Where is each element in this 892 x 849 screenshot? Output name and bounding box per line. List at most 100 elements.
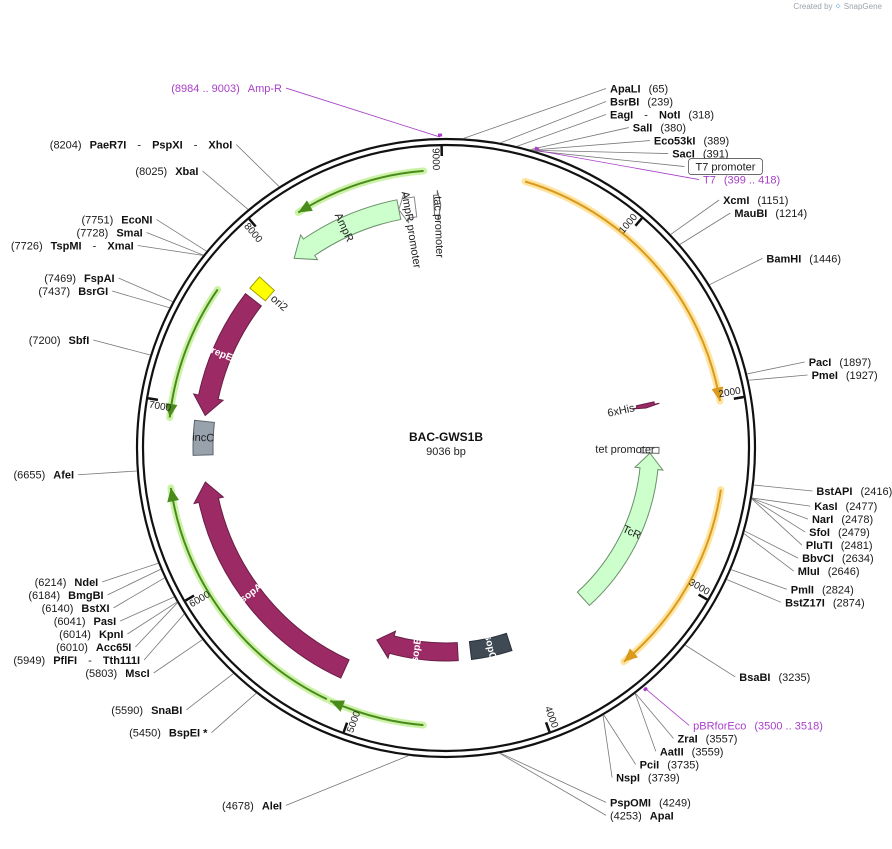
site-label-16[interactable]: BbvCI(2634) [802,553,874,565]
primer-label-2[interactable]: pBRforEco(3500 .. 3518) [693,720,823,732]
label-part: T7 [703,175,716,187]
feature-sopb[interactable] [376,630,459,662]
site-label-28[interactable]: (5450)BspEI * [129,728,208,740]
label-part: PasI [94,616,117,628]
label-part: PmeI [812,370,838,382]
feature-ampr-promoter[interactable] [398,193,418,224]
site-label-46[interactable]: (8204)PaeR7I - PspXI - XhoI [50,140,232,152]
site-label-25[interactable]: PspOMI(4249) [610,797,691,809]
primer-mark-t7 [534,146,540,151]
site-label-42[interactable]: (7726)TspMI - XmaI [11,240,134,252]
site-label-31[interactable]: (5949)PflFI - Tth111I [13,655,140,667]
site-label-30[interactable]: (5803)MscI [85,668,149,680]
feature-sopc[interactable] [468,632,513,661]
leader-line [530,127,629,151]
leader-line [135,602,178,648]
label-part: NspI [616,772,640,784]
site-label-9[interactable]: PacI(1897) [809,357,871,369]
tick-label-2000: 2000 [718,386,742,401]
highlight-arc-1 [623,489,722,663]
site-label-37[interactable]: (6214)NdeI [35,577,99,589]
label-part: AleI [262,800,282,812]
primer-label-0[interactable]: (8984 .. 9003)Amp-R [171,83,282,95]
site-label-17[interactable]: MluI(2646) [798,566,860,578]
leader-line [211,692,257,734]
tick-label-7000: 7000 [148,400,172,415]
site-label-23[interactable]: PciI(3735) [640,759,699,771]
site-label-43[interactable]: (7728)SmaI [77,227,143,239]
site-label-15[interactable]: PluTI(2481) [806,540,873,552]
feature-6xhis[interactable] [631,401,660,410]
site-label-41[interactable]: (7469)FspAI [44,273,114,285]
site-label-12[interactable]: KasI(2477) [814,501,877,513]
site-label-7[interactable]: MauBI(1214) [734,208,807,220]
feature-sopa[interactable] [193,481,350,679]
site-label-45[interactable]: (8025)XbaI [135,166,198,178]
site-label-1[interactable]: BsrBI(239) [610,97,673,109]
site-label-33[interactable]: (6014)KpnI [59,629,123,641]
site-label-32[interactable]: (6010)Acc65I [56,642,131,654]
label-part: (3235) [778,672,810,684]
site-label-4[interactable]: Eco53kI(389) [654,136,729,148]
site-label-11[interactable]: BstAPI(2416) [816,486,892,498]
label-part: (399 .. 418) [724,175,780,187]
site-label-19[interactable]: BstZ17I(2874) [785,597,865,609]
site-label-40[interactable]: (7437)BsrGI [38,286,108,298]
feature-tet-promoter[interactable] [640,446,660,454]
label-part: XmaI [107,240,133,252]
t7-promoter-callout[interactable]: T7 promoter [688,158,763,175]
tick-mark-7000 [147,396,159,402]
label-part: (7728) [77,227,109,239]
highlight-arrow-5 [330,700,346,712]
feature-ori2[interactable] [249,276,276,302]
feature-incc[interactable] [192,419,215,456]
feature-label-ori2: ori2 [268,293,290,314]
feature-label-tac-promoter: tac promoter [431,196,445,258]
leader-line [753,484,813,492]
site-label-13[interactable]: NarI(2478) [812,514,873,526]
site-label-10[interactable]: PmeI(1927) [812,370,878,382]
site-label-6[interactable]: XcmI(1151) [723,195,788,207]
site-label-36[interactable]: (6184)BmgBI [28,590,103,602]
tick-mark-5000 [342,722,349,733]
site-label-35[interactable]: (6140)BstXI [42,603,110,615]
site-label-22[interactable]: AatII(3559) [660,746,724,758]
site-label-24[interactable]: NspI(3739) [616,772,680,784]
site-label-34[interactable]: (6041)PasI [54,616,116,628]
label-part: (2824) [822,584,854,596]
leader-line [751,498,803,546]
feature-tcr[interactable] [576,452,664,607]
label-part: SfoI [809,527,830,539]
feature-repe[interactable] [192,293,263,417]
backbone-inner-strand [141,143,751,753]
highlight-arc-3 [168,288,219,418]
feature-label-sopb: sopB [410,637,424,663]
primer-label-1[interactable]: T7 (399 .. 418) [703,175,780,187]
label-part: (8025) [135,166,167,178]
site-label-27[interactable]: (4678)AleI [222,800,282,812]
site-label-44[interactable]: (7751)EcoNI [81,214,152,226]
site-label-29[interactable]: (5590)SnaBI [111,705,182,717]
label-part: Eco53kI [654,136,696,148]
site-label-8[interactable]: BamHI(1446) [766,253,841,265]
site-label-39[interactable]: (7200)SbfI [29,335,90,347]
site-label-21[interactable]: ZraI(3557) [677,733,737,745]
site-label-2[interactable]: EagI - NotI(318) [610,110,714,122]
leader-line [679,212,731,245]
site-label-0[interactable]: ApaLI(65) [610,84,668,96]
site-label-38[interactable]: (6655)AfeI [14,470,75,482]
site-label-20[interactable]: BsaBI(3235) [739,672,810,684]
site-label-26[interactable]: (4253)ApaI [610,810,674,822]
label-part: BamHI [766,253,801,265]
label-layer: ApaLI(65)BsrBI(239)EagI - NotI(318)SalI(… [11,83,892,822]
tick-label-5000: 5000 [345,709,363,734]
site-label-5[interactable]: SacI(391) [672,149,728,161]
label-part: (3557) [706,733,738,745]
site-label-18[interactable]: PmlI(2824) [791,584,854,596]
feature-tac-promoter[interactable] [433,190,442,221]
leader-line [534,150,685,167]
site-label-3[interactable]: SalI(380) [633,123,686,135]
label-part: - [90,240,100,252]
site-label-14[interactable]: SfoI(2479) [809,527,870,539]
label-part: (2646) [828,566,860,578]
